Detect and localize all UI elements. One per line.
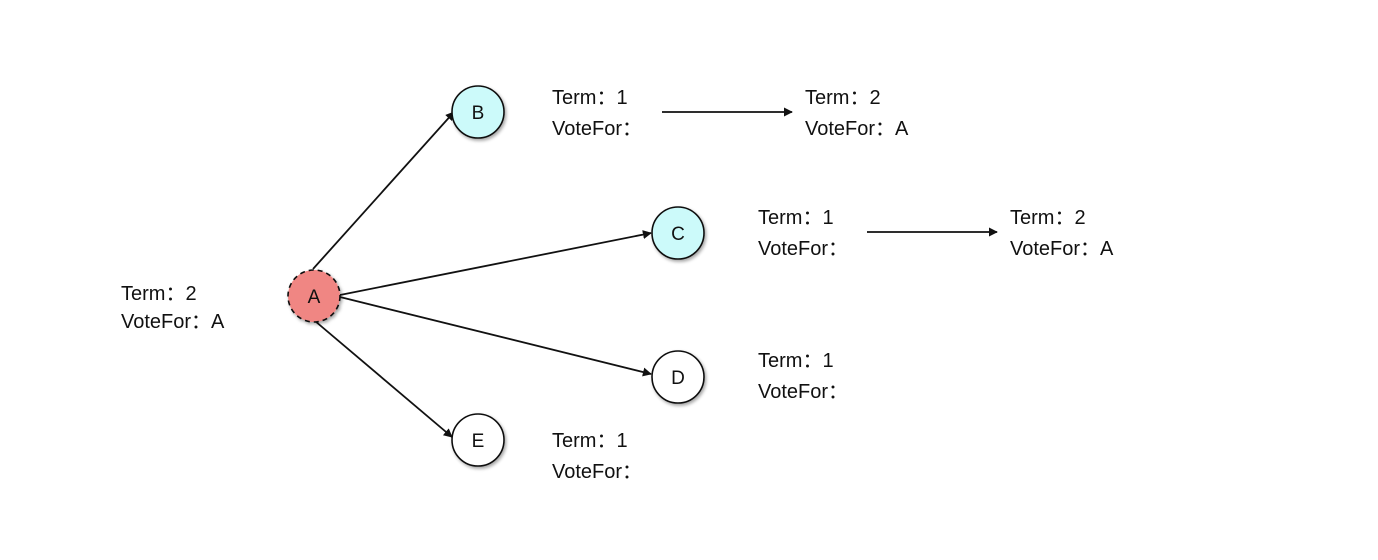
node-c[interactable]: C xyxy=(651,206,705,260)
state-b-after-vote: VoteFor：A xyxy=(805,118,909,140)
state-b-before-vote: VoteFor： xyxy=(552,118,642,140)
edge-a-to-c xyxy=(339,230,652,296)
node-e-circle xyxy=(451,413,505,467)
node-e[interactable]: E xyxy=(451,413,505,467)
state-d-vote: VoteFor： xyxy=(758,381,848,403)
state-a: Term：2 VoteFor：A xyxy=(121,283,225,333)
state-c-before: Term：1 VoteFor： xyxy=(758,207,848,260)
state-b-before-term: Term：1 xyxy=(552,87,628,109)
state-e-term: Term：1 xyxy=(552,430,628,452)
node-a-circle xyxy=(287,269,341,323)
state-c-before-term: Term：1 xyxy=(758,207,834,229)
edge-a-to-b xyxy=(312,111,455,270)
node-a-label: A xyxy=(308,287,321,308)
node-a[interactable]: A xyxy=(287,269,341,323)
node-d-circle xyxy=(651,350,705,404)
state-d-term: Term：1 xyxy=(758,350,834,372)
state-c-before-vote: VoteFor： xyxy=(758,238,848,260)
state-a-vote: VoteFor：A xyxy=(121,311,225,333)
state-c-after-term: Term：2 xyxy=(1010,207,1086,229)
node-b-label: B xyxy=(472,103,485,124)
state-a-term: Term：2 xyxy=(121,283,197,305)
node-d[interactable]: D xyxy=(651,350,705,404)
state-b-after: Term：2 VoteFor：A xyxy=(805,87,909,140)
state-b-after-term: Term：2 xyxy=(805,87,881,109)
node-d-label: D xyxy=(671,368,685,389)
node-c-circle xyxy=(651,206,705,260)
node-b-circle xyxy=(451,85,505,139)
state-e: Term：1 VoteFor： xyxy=(552,430,642,483)
state-c-after: Term：2 VoteFor：A xyxy=(1010,207,1114,260)
edges-group xyxy=(312,111,652,438)
state-b-before: Term：1 VoteFor： xyxy=(552,87,642,140)
node-c-label: C xyxy=(671,224,685,245)
state-c-after-vote: VoteFor：A xyxy=(1010,238,1114,260)
state-e-vote: VoteFor： xyxy=(552,461,642,483)
state-d: Term：1 VoteFor： xyxy=(758,350,848,403)
edge-a-to-e xyxy=(314,320,453,438)
node-b[interactable]: B xyxy=(451,85,505,139)
edge-a-to-d xyxy=(339,296,652,377)
node-e-label: E xyxy=(472,431,485,452)
